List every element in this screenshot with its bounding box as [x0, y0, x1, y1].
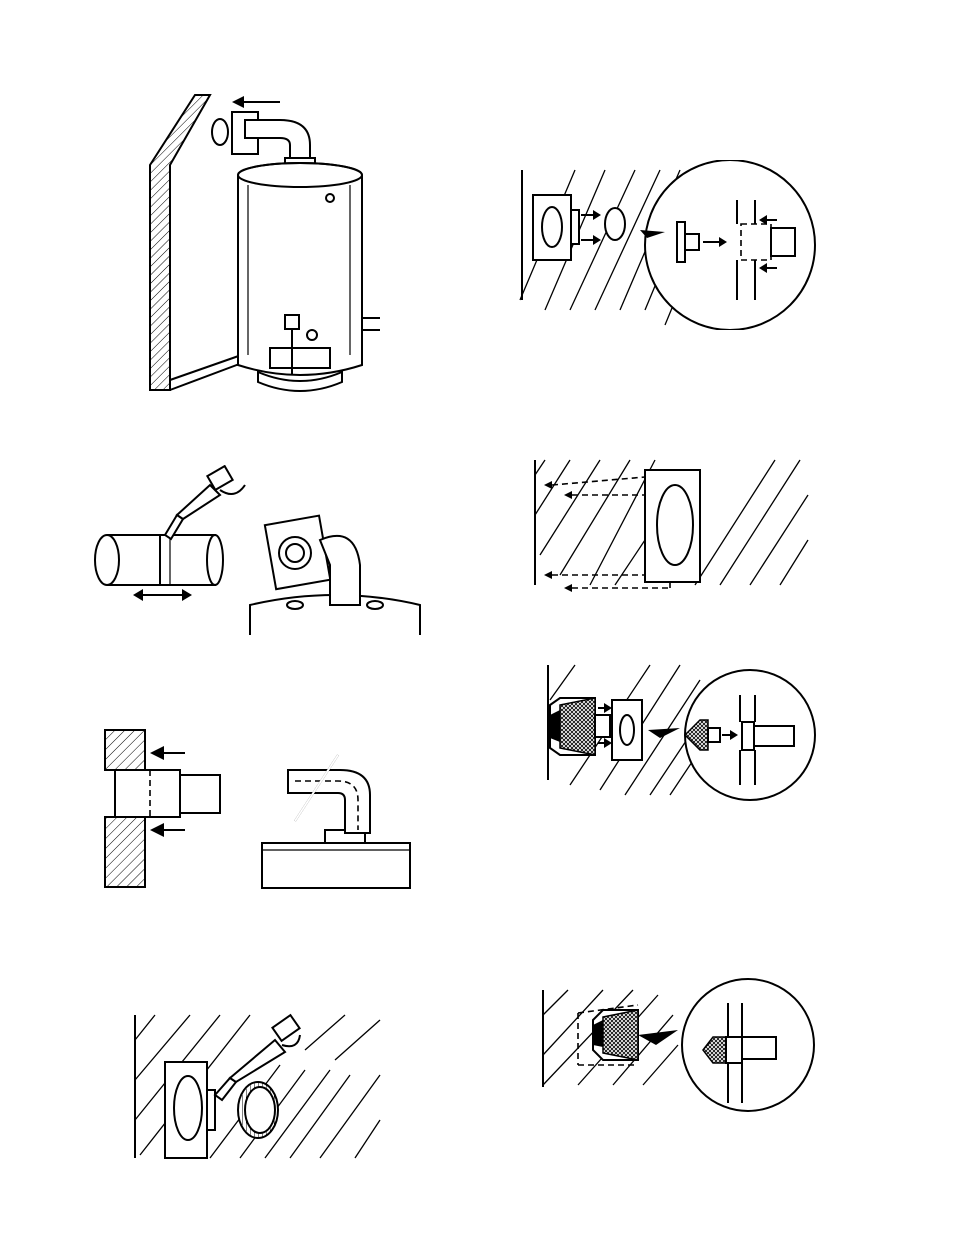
vent-hood-icon [540, 660, 820, 805]
vent-pipe-icon [100, 725, 415, 890]
fig-wall-sleeve-cap [515, 160, 825, 330]
fig-water-heater-wall-vent [140, 90, 380, 400]
caulk-gun-icon [130, 1000, 385, 1165]
water-heater-icon [140, 90, 380, 400]
fig-wall-plate-screws [530, 455, 815, 595]
wall-sleeve-icon [515, 160, 825, 330]
fig-vent-hood-attach [540, 660, 820, 805]
vent-hood-icon [538, 975, 818, 1120]
fig-pipe-through-wall [100, 725, 415, 890]
fig-sealant-pipe-elbow [85, 465, 425, 635]
fig-vent-hood-installed [538, 975, 818, 1120]
caulk-gun-icon [85, 465, 425, 635]
fig-caulk-wall-plate [130, 1000, 385, 1165]
wall-plate-icon [530, 455, 815, 595]
